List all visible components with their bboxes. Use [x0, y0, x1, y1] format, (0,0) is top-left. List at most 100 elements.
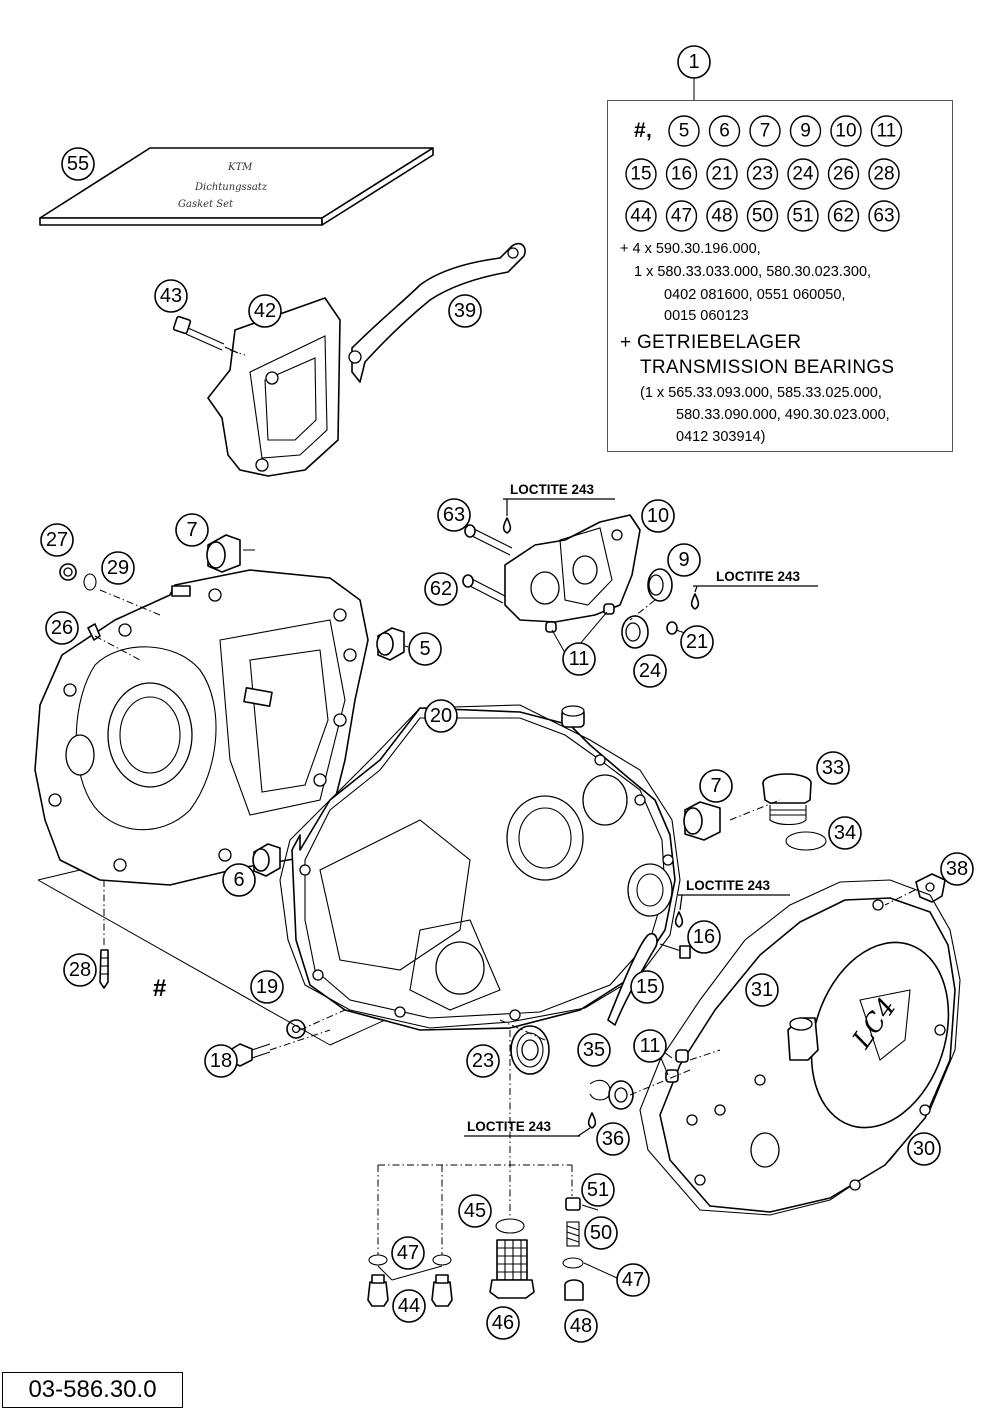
bushing-7-top [206, 534, 241, 573]
svg-text:LOCTITE 243: LOCTITE 243 [467, 1119, 552, 1134]
note-part-10: 10 [830, 115, 862, 147]
callout-15: 15 [630, 970, 664, 1004]
svg-text:5: 5 [419, 638, 430, 660]
right-crankcase-half [291, 705, 676, 1031]
svg-text:36: 36 [602, 1128, 624, 1150]
svg-text:10: 10 [647, 505, 669, 527]
svg-text:7: 7 [186, 519, 197, 541]
note-extra-line-1: + 4 x 590.30.196.000, [620, 241, 761, 257]
note-bearings-line-3: 0412 303914) [676, 429, 766, 445]
svg-text:7: 7 [710, 775, 721, 797]
oil-filler-plug [762, 773, 812, 826]
svg-text:31: 31 [751, 979, 773, 1001]
svg-text:6: 6 [719, 121, 730, 142]
svg-text:30: 30 [913, 1138, 935, 1160]
svg-text:48: 48 [570, 1315, 592, 1337]
callout-7-right: 7 [699, 769, 733, 803]
circlip-35 [589, 1079, 611, 1101]
svg-text:24: 24 [792, 164, 814, 185]
svg-text:42: 42 [254, 300, 276, 322]
svg-text:19: 19 [256, 976, 278, 998]
svg-text:26: 26 [51, 617, 73, 639]
callout-33: 33 [816, 751, 850, 785]
callout-47-right: 47 [616, 1263, 650, 1297]
valve-sleeve-51 [565, 1197, 581, 1211]
callout-38: 38 [940, 852, 974, 886]
callout-45: 45 [458, 1194, 492, 1228]
note-part-11: 11 [870, 115, 903, 147]
callout-44: 44 [392, 1289, 426, 1323]
sprocket-cover [207, 297, 341, 477]
svg-text:18: 18 [210, 1050, 232, 1072]
document-number: 03-586.30.0 [2, 1372, 183, 1408]
svg-text:44: 44 [630, 206, 652, 227]
note-part-24: 24 [787, 158, 819, 190]
oil-nozzle-28 [99, 949, 109, 989]
svg-text:28: 28 [69, 959, 91, 981]
svg-text:63: 63 [873, 206, 894, 227]
callout-9: 9 [667, 543, 701, 577]
note-part-5: 5 [668, 115, 700, 147]
gasket-kit-logo: KTM [227, 162, 253, 173]
svg-text:46: 46 [492, 1312, 514, 1334]
dowel-pin [603, 603, 615, 615]
note-part-9: 9 [789, 115, 822, 147]
svg-text:26: 26 [833, 164, 854, 185]
o-ring-29 [83, 573, 97, 591]
loctite-drop [587, 1112, 597, 1129]
svg-text:50: 50 [752, 206, 773, 227]
oil-pump-screws [462, 524, 513, 604]
note-part-7: 7 [749, 115, 781, 147]
note-bearings-title-de: + GETRIEBELAGER [620, 332, 802, 353]
callout-10: 10 [641, 499, 675, 533]
note-hash: #, [634, 119, 653, 142]
callout-21: 21 [680, 625, 714, 659]
svg-text:5: 5 [679, 121, 690, 142]
svg-text:24: 24 [639, 660, 661, 682]
callout-47-left: 47 [391, 1236, 425, 1270]
svg-text:55: 55 [67, 153, 89, 175]
callout-24: 24 [633, 654, 667, 688]
gasket-kit-card: KTM Dichtungssatz Gasket Set [39, 147, 434, 226]
note-part-23: 23 [746, 158, 779, 190]
loctite-drop [690, 593, 700, 610]
loctite-drop [674, 911, 684, 928]
seal-ring-47-right [562, 1257, 584, 1269]
loctite-drop [502, 517, 512, 534]
svg-text:11: 11 [877, 121, 897, 142]
callout-48: 48 [564, 1309, 598, 1343]
svg-text:62: 62 [833, 206, 854, 227]
svg-text:21: 21 [686, 631, 708, 653]
note-part-16: 16 [665, 158, 698, 190]
clutch-cover-gasket [639, 879, 961, 1216]
svg-text:20: 20 [430, 705, 452, 727]
spring-50 [566, 1221, 580, 1247]
seal-36 [608, 1080, 634, 1110]
gasket-kit-text-de: Dichtungssatz [194, 182, 268, 193]
note-part-50: 50 [746, 200, 779, 232]
dowel-pin [545, 621, 557, 633]
screw-16 [659, 943, 691, 959]
clutch-cover: LC4 [659, 897, 956, 1213]
svg-text:63: 63 [443, 504, 465, 526]
gasket-kit-text-en: Gasket Set [178, 199, 234, 210]
note-part-51: 51 [787, 200, 819, 232]
callout-35: 35 [577, 1033, 611, 1067]
note-extra-line-2: 1 x 580.33.033.000, 580.30.023.300, [634, 264, 872, 280]
svg-text:16: 16 [693, 926, 715, 948]
loctite-label-1: LOCTITE 243 [503, 482, 615, 516]
svg-text:16: 16 [671, 164, 692, 185]
loctite-label-2: LOCTITE 243 [693, 569, 818, 593]
plug-48 [564, 1279, 584, 1301]
svg-text:50: 50 [590, 1222, 612, 1244]
note-part-48: 48 [706, 200, 738, 232]
crankcase-gasket [279, 704, 681, 1029]
svg-text:21: 21 [711, 164, 732, 185]
callout-31: 31 [745, 973, 779, 1007]
callout-27: 27 [40, 523, 74, 557]
svg-text:35: 35 [583, 1039, 605, 1061]
bushing-6 [252, 843, 281, 877]
note-part-44: 44 [625, 200, 657, 232]
svg-text:38: 38 [946, 858, 968, 880]
